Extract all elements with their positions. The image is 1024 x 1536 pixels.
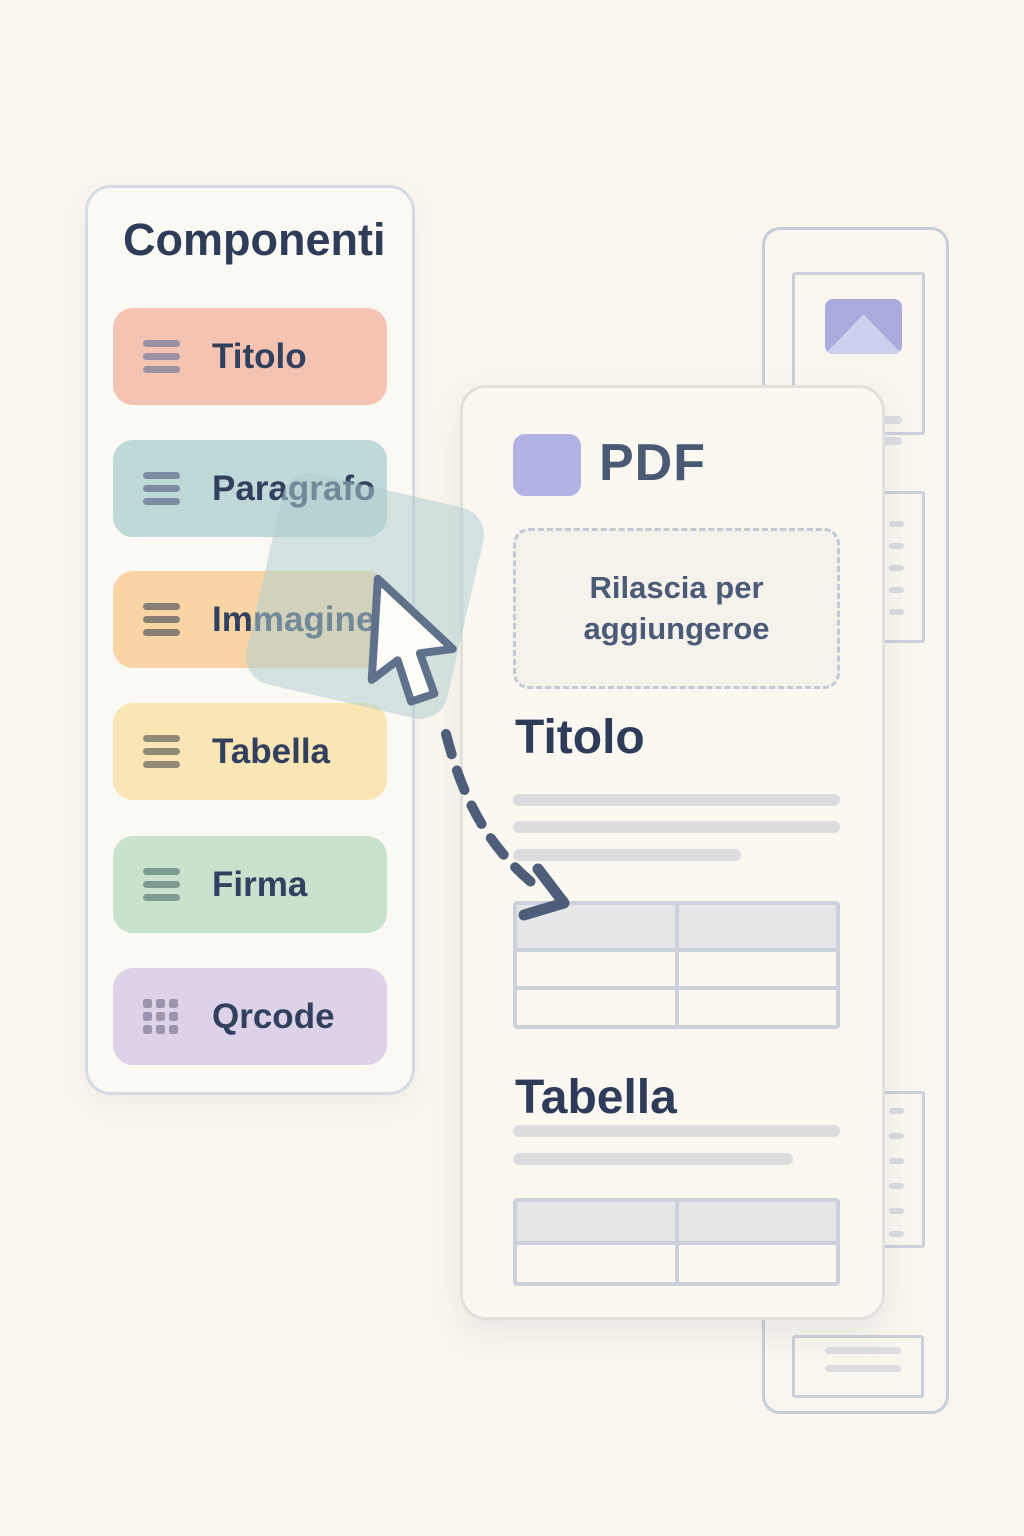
text-line xyxy=(825,1347,901,1354)
text-bar xyxy=(513,1125,840,1137)
drop-target-zone[interactable]: Rilascia per aggiungeroe xyxy=(513,528,840,689)
pdf-panel-title: PDF xyxy=(599,434,706,492)
ruler-tick xyxy=(889,1183,904,1189)
section-heading-tabella: Tabella xyxy=(515,1071,677,1124)
dropzone-text-line2: aggiungeroe xyxy=(583,610,770,646)
sidebar-title: Componenti xyxy=(123,214,386,265)
ruler-tick xyxy=(889,1108,904,1114)
drag-handle-icon xyxy=(143,603,180,636)
component-item-titolo[interactable]: Titolo xyxy=(113,308,387,405)
drag-handle-icon xyxy=(143,340,180,373)
table-header-cell xyxy=(517,905,675,948)
ruler-tick xyxy=(889,565,904,571)
ruler-tick xyxy=(889,587,904,593)
text-line xyxy=(825,1365,901,1372)
section-heading-titolo: Titolo xyxy=(515,711,645,764)
grid-dots-icon xyxy=(143,999,180,1034)
table-cell xyxy=(678,990,836,1025)
table-cell xyxy=(678,1245,836,1282)
text-bar xyxy=(513,849,741,861)
text-bar xyxy=(513,1153,793,1165)
table-cell xyxy=(517,1245,675,1282)
document-table[interactable] xyxy=(513,1198,840,1286)
image-placeholder-mountain xyxy=(825,314,902,354)
background-footer-block xyxy=(792,1335,924,1398)
image-placeholder-icon xyxy=(825,299,902,354)
table-cell xyxy=(678,952,836,986)
ruler-tick xyxy=(889,1208,904,1214)
text-bar xyxy=(513,794,840,806)
table-cell xyxy=(517,990,675,1025)
table-cell xyxy=(517,952,675,986)
ruler-tick xyxy=(889,609,904,615)
pdf-icon xyxy=(513,434,581,496)
component-item-qrcode[interactable]: Qrcode xyxy=(113,968,387,1065)
ruler-tick xyxy=(889,1158,904,1164)
ruler-tick xyxy=(889,1231,904,1237)
ruler-tick xyxy=(889,521,904,527)
component-item-label: Titolo xyxy=(212,336,307,376)
pdf-canvas-panel: PDF Rilascia per aggiungeroe Titolo Tabe… xyxy=(460,385,885,1320)
table-header-cell xyxy=(678,905,836,948)
table-header-cell xyxy=(517,1202,675,1241)
component-item-firma[interactable]: Firma xyxy=(113,836,387,933)
dropzone-text-line1: Rilascia per xyxy=(589,569,764,605)
component-item-label: Qrcode xyxy=(212,996,335,1036)
drag-handle-icon xyxy=(143,472,180,505)
component-item-label: Tabella xyxy=(212,731,331,771)
drag-handle-icon xyxy=(143,868,180,901)
text-bar xyxy=(513,821,840,833)
ruler-tick xyxy=(889,1133,904,1139)
drag-handle-icon xyxy=(143,735,180,768)
component-item-label: Firma xyxy=(212,864,308,904)
ruler-tick xyxy=(889,543,904,549)
component-item-tabella[interactable]: Tabella xyxy=(113,703,387,800)
table-header-cell xyxy=(678,1202,836,1241)
document-table[interactable] xyxy=(513,901,840,1029)
